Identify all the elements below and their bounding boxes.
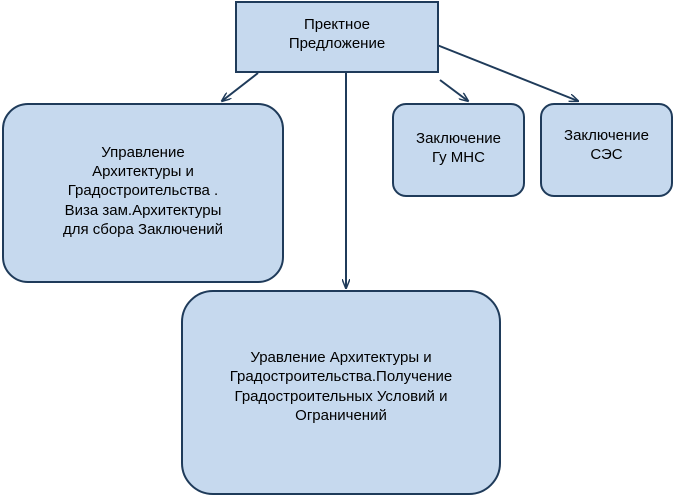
node-conclusion-mns-label: Заключение Гу МНС	[416, 129, 501, 166]
node-project-proposal: Пректное Предложение	[235, 1, 439, 73]
arrow-top-to-left	[222, 72, 259, 101]
node-project-proposal-label: Пректное Предложение	[288, 15, 386, 52]
node-urban-planning-conditions: Уравление Архитектуры и Градостроительст…	[181, 290, 501, 495]
node-architecture-visa-label: Управление Архитектуры и Градостроительс…	[62, 144, 224, 238]
node-conclusion-ses: Заключение СЭС	[540, 103, 673, 197]
node-architecture-visa: Управление Архитектуры и Градостроительс…	[2, 103, 284, 283]
node-urban-planning-conditions-label: Уравление Архитектуры и Градостроительст…	[229, 349, 453, 424]
node-conclusion-ses-label: Заключение СЭС	[564, 126, 649, 163]
arrow-top-to-mns	[439, 79, 468, 101]
node-conclusion-mns: Заключение Гу МНС	[392, 103, 525, 197]
arrow-top-to-ses	[431, 42, 578, 101]
